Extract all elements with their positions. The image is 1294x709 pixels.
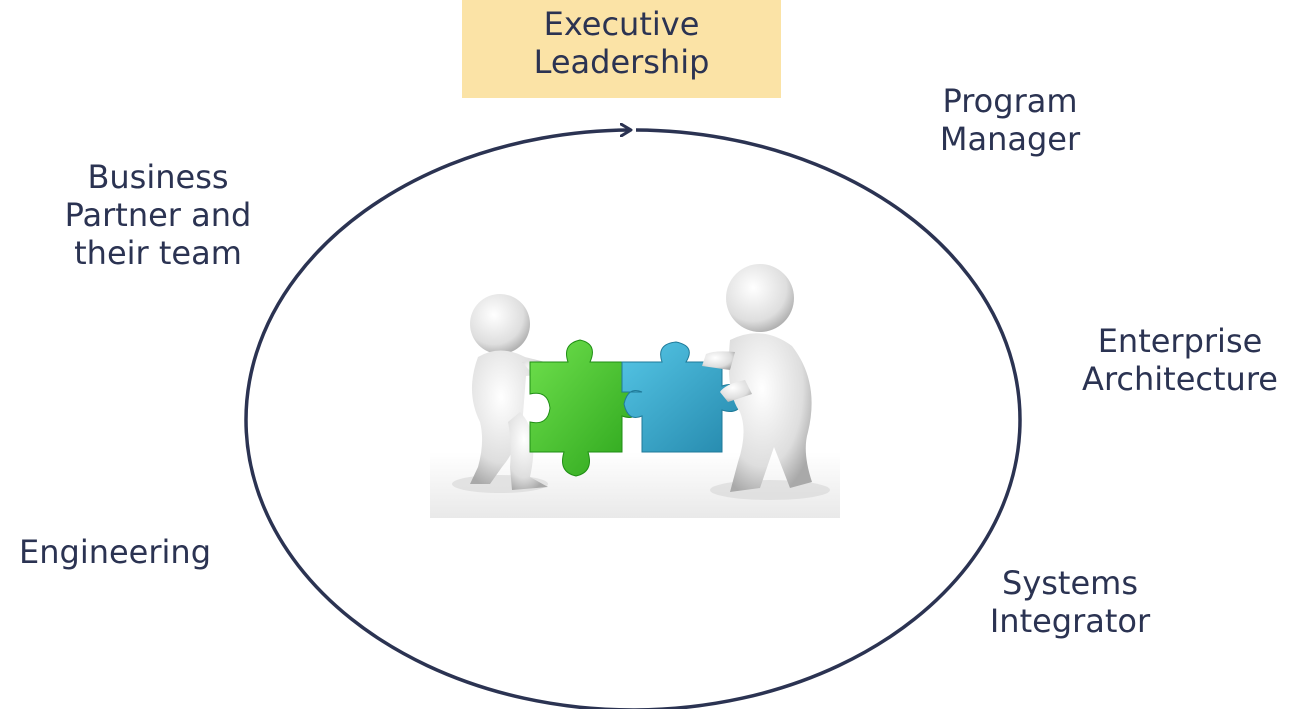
program-manager-label: Program Manager [939, 82, 1081, 158]
enterprise-architecture-label: Enterprise Architecture [1082, 322, 1278, 398]
right-figure-icon [702, 264, 830, 500]
executive-leadership-label: Executive Leadership [533, 5, 710, 81]
business-partner-label: Business Partner and their team [64, 158, 252, 272]
executive-leadership-box [462, 0, 781, 98]
green-puzzle-piece-icon [529, 339, 643, 477]
left-figure-icon [452, 294, 548, 493]
systems-integrator-label: Systems Integrator [989, 564, 1151, 640]
puzzle-collaboration-image [430, 262, 840, 518]
engineering-label: Engineering [19, 533, 211, 571]
cycle-ellipse [244, 130, 1022, 709]
